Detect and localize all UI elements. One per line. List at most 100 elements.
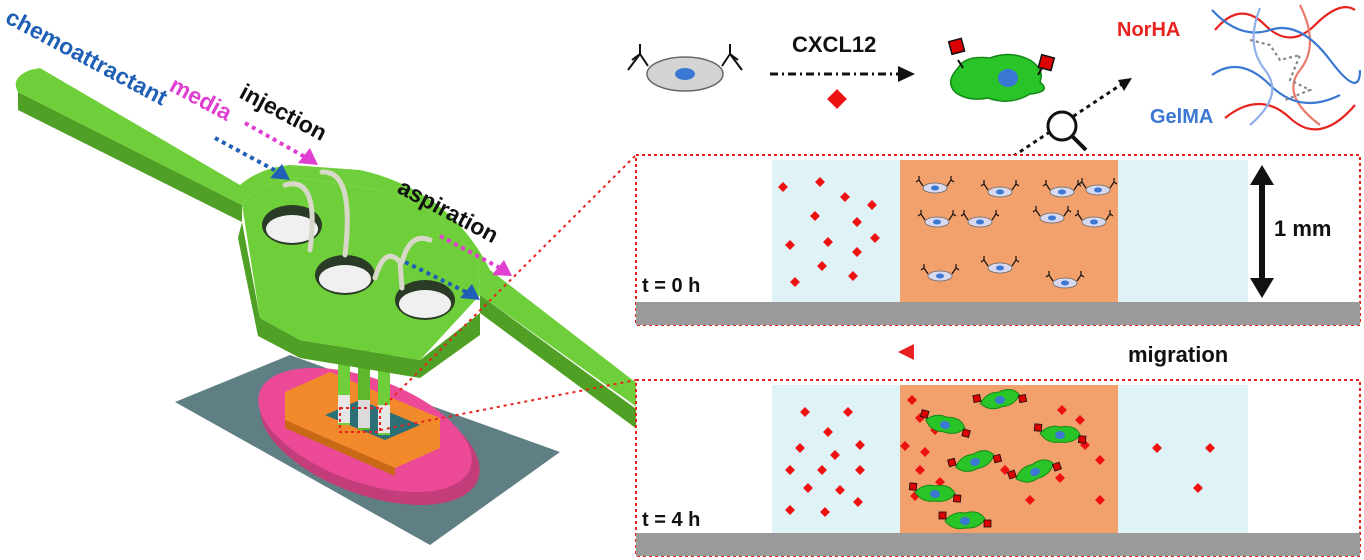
chemokine-diamond-icon	[827, 89, 847, 109]
chemokine-diamond-icon	[852, 217, 862, 227]
resting-cells-t0	[915, 176, 1118, 289]
resting-cell-icon	[960, 210, 1000, 228]
chemokine-diamond-icon	[823, 427, 833, 437]
chemokine-diamond-icon	[778, 182, 788, 192]
chemokine-diamond-icon	[843, 407, 853, 417]
chemokine-diamond-icon	[1095, 455, 1105, 465]
hydrogel-t4	[900, 385, 1118, 533]
migration-indicator: migration	[898, 342, 1228, 367]
chemoattractant-arrow	[214, 136, 290, 180]
migrating-cell-icon	[1006, 459, 1062, 483]
chemokine-diamond-icon	[790, 277, 800, 287]
activation-schematic: CXCL12	[627, 32, 1132, 167]
chemokine-diamond-icon	[870, 233, 880, 243]
chemokine-diamond-icon	[815, 177, 825, 187]
polymer-network: NorHA GelMA	[1117, 4, 1362, 131]
chemokine-diamond-icon	[935, 477, 945, 487]
chemokine-diamond-icon	[840, 192, 850, 202]
chemokine-diamond-icon	[855, 465, 865, 475]
cxcl12-label: CXCL12	[792, 32, 876, 57]
chemokine-diamond-icon	[900, 441, 910, 451]
chemokine-diamond-icon	[852, 247, 862, 257]
migrating-cell-icon	[947, 450, 1003, 472]
chemokine-diamond-icon	[1055, 473, 1065, 483]
migrating-cell-icon	[972, 388, 1028, 410]
device-illustration: chemoattractant media injection aspirati…	[2, 3, 708, 545]
chemokine-diamond-icon	[1095, 495, 1105, 505]
resting-cell-icon	[1078, 178, 1118, 196]
migrating-cell-icon	[1033, 423, 1087, 444]
aspiration-arrow-pink	[439, 234, 512, 276]
aspiration-arrow-blue	[404, 260, 480, 300]
chemokine-diamond-icon	[810, 211, 820, 221]
chemokine-diamond-icon	[800, 407, 810, 417]
resting-cell-icon	[915, 176, 955, 194]
chemokine-diamond-icon	[853, 497, 863, 507]
chemokine-diamond-icon	[920, 447, 930, 457]
chemokine-diamond-icon	[1152, 443, 1162, 453]
injection-label: injection	[236, 78, 332, 145]
chemokine-diamond-icon	[823, 237, 833, 247]
resting-cell-icon	[917, 210, 957, 228]
reservoir-right-t0	[1118, 160, 1248, 302]
reservoir-left-t4	[772, 385, 900, 533]
hydrogel-t0	[900, 160, 1118, 302]
chemokine-diamond-icon	[830, 450, 840, 460]
chemokine-diamond-icon	[835, 485, 845, 495]
t0-label: t = 0 h	[642, 275, 700, 297]
chemokine-diamond-icon	[907, 395, 917, 405]
zoom-lines	[379, 154, 637, 431]
migrating-cell-icon	[938, 511, 992, 530]
migrating-cells-t4	[908, 388, 1087, 530]
gelma-label: GelMA	[1150, 106, 1213, 128]
resting-cell-icon	[627, 44, 743, 92]
chemokine-diamond-icon	[817, 261, 827, 271]
resting-cell-icon	[1032, 206, 1072, 224]
chemokine-diamond-icon	[848, 271, 858, 281]
chemokine-diamond-icon	[803, 483, 813, 493]
migration-label: migration	[1128, 342, 1228, 367]
base-plate-t0	[636, 302, 1360, 325]
migrating-cell-icon	[947, 37, 1056, 102]
t4-label: t = 4 h	[642, 509, 700, 531]
resting-cell-icon	[980, 180, 1020, 198]
chemokine-diamond-icon	[820, 507, 830, 517]
magnifier-icon	[1046, 110, 1088, 152]
media-label: media	[166, 71, 237, 125]
resting-cell-icon	[980, 256, 1020, 274]
norha-label: NorHA	[1117, 19, 1180, 41]
tubing	[282, 169, 433, 291]
chemokine-diamond-icon	[785, 240, 795, 250]
resting-cell-icon	[1045, 271, 1085, 289]
media-arrow	[244, 121, 318, 165]
chemokine-diamond-icon	[785, 465, 795, 475]
chemokine-diamond-icon	[1025, 495, 1035, 505]
scale-label: 1 mm	[1274, 216, 1331, 241]
chemokine-diamond-icon	[1193, 483, 1203, 493]
chemokine-diamond-icon	[855, 440, 865, 450]
panel-t4: t = 4 h	[635, 379, 1361, 557]
reservoir-right-t4	[1118, 385, 1248, 533]
scale-arrow	[1250, 165, 1274, 298]
chemokine-diamond-icon	[817, 465, 827, 475]
gelma-strand-1	[1211, 9, 1362, 84]
chemokine-diamond-icon	[1057, 405, 1067, 415]
zoom-region-marker	[339, 407, 381, 433]
resting-cell-icon	[1042, 180, 1082, 198]
norha-strand-1	[1214, 6, 1356, 39]
chemokine-diamond-icon	[867, 200, 877, 210]
resting-cell-icon	[1074, 210, 1114, 228]
migrating-cell-icon	[908, 482, 962, 503]
reservoir-left-t0	[772, 160, 900, 302]
migrating-cell-icon	[919, 409, 971, 439]
base-plate-t4	[636, 533, 1360, 556]
chemokine-diamond-icon	[915, 465, 925, 475]
panel-t0: t = 0 h 1 mm	[635, 154, 1361, 326]
resting-cell-icon	[920, 264, 960, 282]
chemokine-dots-t0	[778, 177, 880, 287]
chemokine-diamond-icon	[785, 505, 795, 515]
chemokine-diamond-icon	[1205, 443, 1215, 453]
chemokine-diamond-icon	[1075, 415, 1085, 425]
chemokine-diamond-icon	[795, 443, 805, 453]
